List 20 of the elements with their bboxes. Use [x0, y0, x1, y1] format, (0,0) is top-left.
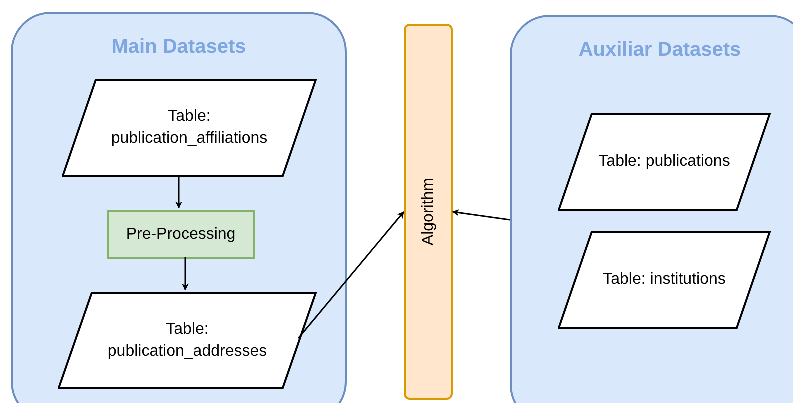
dataset-group: [510, 15, 793, 403]
dataset-group: [11, 12, 347, 403]
group-title: Main Datasets: [112, 35, 246, 60]
arrow: [298, 211, 405, 339]
group-title: Auxiliar Datasets: [578, 38, 742, 63]
arrow: [182, 257, 189, 291]
data-parallelogram: [62, 79, 317, 177]
data-parallelogram: [58, 292, 317, 389]
arrow: [176, 175, 182, 209]
table-label: Table: publication_addresses: [106, 320, 268, 362]
algorithm-label: Algorithm: [418, 178, 438, 246]
table-label: Table: publication_affiliations: [110, 107, 269, 149]
table-label: Table: institutions: [603, 270, 726, 290]
data-parallelogram: [558, 113, 771, 211]
process-box: [107, 210, 255, 259]
data-parallelogram: [558, 231, 771, 329]
algorithm-bar: [404, 24, 453, 400]
arrow: [452, 209, 510, 221]
table-label: Table: publications: [598, 152, 730, 172]
process-label: Pre-Processing: [126, 224, 236, 244]
